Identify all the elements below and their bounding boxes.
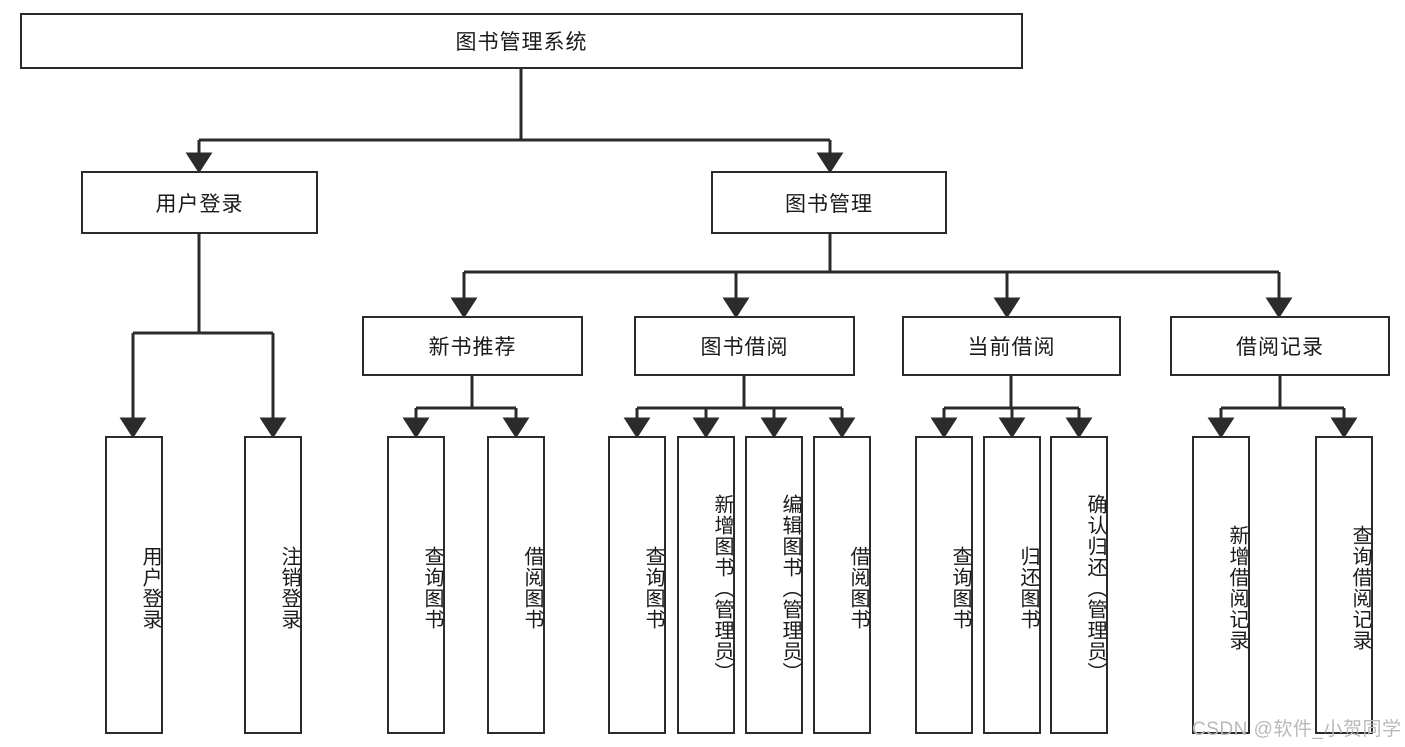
node-user-login[interactable]: 用户登录 (81, 171, 318, 234)
node-leaf-query-record-label: 查询借阅记录 (1349, 525, 1371, 651)
node-leaf-borrow-book[interactable]: 借阅图书 (813, 436, 871, 734)
node-leaf-confirm-return[interactable]: 确认归还（管理员） (1050, 436, 1108, 734)
node-leaf-borrow-book-rec[interactable]: 借阅图书 (487, 436, 545, 734)
node-leaf-query-book-borrow-label: 查询图书 (642, 546, 664, 630)
node-user-login-label: 用户登录 (155, 192, 244, 216)
node-current-borrow-label: 当前借阅 (967, 336, 1056, 359)
node-leaf-query-book-current[interactable]: 查询图书 (915, 436, 973, 734)
node-leaf-user-login-label: 用户登录 (139, 546, 161, 630)
node-root-label: 图书管理系统 (455, 31, 588, 54)
node-leaf-borrow-book-rec-label: 借阅图书 (521, 546, 543, 630)
node-leaf-edit-book[interactable]: 编辑图书（管理员） (745, 436, 803, 734)
node-leaf-query-book-rec[interactable]: 查询图书 (387, 436, 445, 734)
node-leaf-confirm-return-label: 确认归还（管理员） (1084, 493, 1106, 683)
node-borrow-record[interactable]: 借阅记录 (1170, 316, 1390, 376)
node-leaf-user-logout[interactable]: 注销登录 (244, 436, 302, 734)
node-leaf-borrow-book-label: 借阅图书 (847, 546, 869, 630)
node-leaf-return-book[interactable]: 归还图书 (983, 436, 1041, 734)
node-leaf-query-book-rec-label: 查询图书 (421, 546, 443, 630)
node-leaf-query-record[interactable]: 查询借阅记录 (1315, 436, 1373, 734)
node-leaf-user-login[interactable]: 用户登录 (105, 436, 163, 734)
node-book-manage[interactable]: 图书管理 (711, 171, 947, 234)
csdn-watermark: CSDN @软件_小贺同学 (1192, 719, 1402, 740)
node-leaf-add-record[interactable]: 新增借阅记录 (1192, 436, 1250, 734)
node-book-manage-label: 图书管理 (785, 192, 873, 216)
node-leaf-query-book-current-label: 查询图书 (949, 546, 971, 630)
node-leaf-add-record-label: 新增借阅记录 (1226, 525, 1248, 651)
node-leaf-query-book-borrow[interactable]: 查询图书 (608, 436, 666, 734)
node-new-book-rec[interactable]: 新书推荐 (362, 316, 583, 376)
node-book-borrow-label: 图书借阅 (700, 336, 789, 359)
node-leaf-user-logout-label: 注销登录 (278, 546, 300, 630)
node-borrow-record-label: 借阅记录 (1236, 336, 1324, 359)
node-root[interactable]: 图书管理系统 (20, 13, 1023, 69)
node-leaf-edit-book-label: 编辑图书（管理员） (779, 493, 801, 683)
node-current-borrow[interactable]: 当前借阅 (902, 316, 1121, 376)
node-leaf-add-book[interactable]: 新增图书（管理员） (677, 436, 735, 734)
node-leaf-return-book-label: 归还图书 (1017, 546, 1039, 630)
node-leaf-add-book-label: 新增图书（管理员） (711, 493, 733, 683)
node-new-book-rec-label: 新书推荐 (428, 336, 517, 359)
node-book-borrow[interactable]: 图书借阅 (634, 316, 855, 376)
